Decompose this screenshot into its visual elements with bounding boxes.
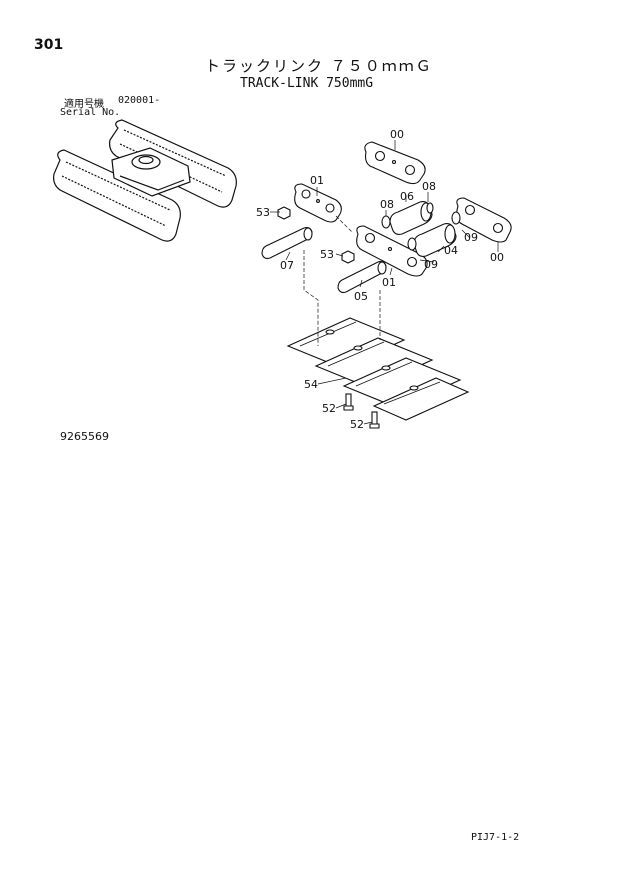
callout-52-upper: 52	[322, 402, 336, 415]
serial-label-english: Serial No.	[60, 107, 121, 118]
callout-07: 07	[280, 259, 294, 272]
nuts	[277, 206, 355, 264]
leader-lines	[270, 140, 499, 425]
undercarriage-overview-illustration	[53, 119, 237, 242]
callout-01-left: 01	[310, 174, 324, 187]
track-pins	[261, 226, 387, 294]
serial-label-japanese: 適用号機	[64, 99, 104, 110]
callout-01-middle: 01	[382, 276, 396, 289]
callout-06: 06	[400, 190, 414, 203]
callout-08-right: 08	[422, 180, 436, 193]
track-link-00-upper	[364, 141, 426, 185]
serial-value: 020001-	[118, 95, 161, 106]
title-english: TRACK-LINK 750mmG	[240, 76, 374, 91]
track-shoe-plates	[286, 317, 470, 421]
shoe-bolts	[343, 393, 380, 429]
track-link-01-middle	[356, 225, 428, 277]
callout-52-lower: 52	[350, 418, 364, 431]
page-number: 301	[34, 37, 64, 53]
callout-05: 05	[354, 290, 368, 303]
callout-00-top: 00	[390, 128, 404, 141]
callouts: 00 01 01 04 05 06 07 08 08 09 09 00 53 5…	[256, 128, 504, 431]
callout-53-lower: 53	[320, 248, 334, 261]
callout-00-right: 00	[490, 251, 504, 264]
callout-09-lower: 09	[424, 258, 438, 271]
document-number: 9265569	[60, 430, 109, 443]
callout-04: 04	[444, 244, 458, 257]
track-link-01-left	[294, 183, 342, 223]
seal-rings	[381, 202, 461, 251]
callout-54: 54	[304, 378, 318, 391]
title-japanese: トラックリンク ７５０ｍｍＧ	[205, 57, 433, 75]
callout-09-right: 09	[464, 231, 478, 244]
callout-08-left: 08	[380, 198, 394, 211]
page-code: PIJ7-1-2	[471, 832, 520, 843]
callout-53-upper: 53	[256, 206, 270, 219]
